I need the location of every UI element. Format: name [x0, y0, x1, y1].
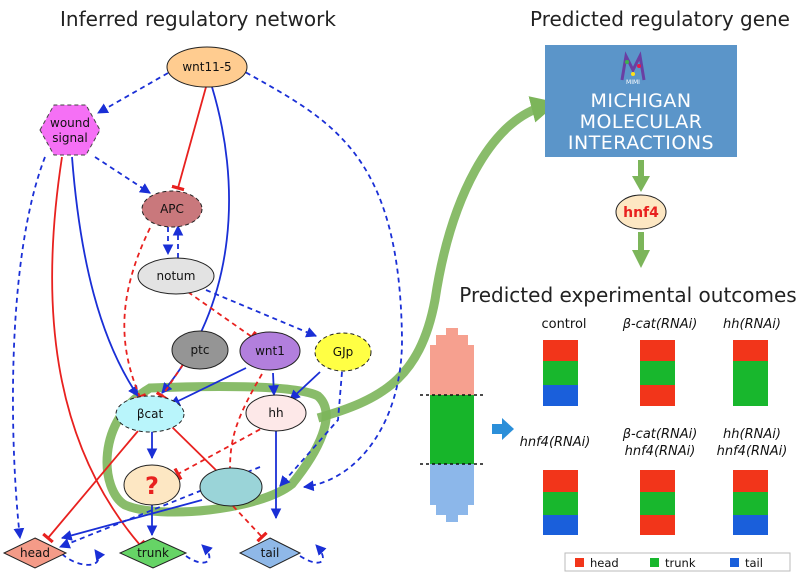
outcome-bar-control: [543, 340, 578, 406]
node-apc: APC: [141, 190, 203, 228]
dashed-inhibition-edges: [123, 227, 269, 543]
mimi-line-1: MICHIGAN: [590, 90, 691, 112]
node-wnt11-5: wnt11-5: [166, 46, 248, 88]
node-tail: tail: [238, 537, 302, 569]
outcome-arrow: [492, 418, 514, 440]
node-unknown-regulator: ?: [123, 464, 181, 506]
node-trunk-label: trunk: [137, 546, 169, 560]
node-wnt11-5-label: wnt11-5: [182, 60, 231, 74]
highlight-arrow: [316, 96, 559, 423]
node-ptc: ptc: [171, 330, 229, 370]
gene-hnf4-label: hnf4: [623, 205, 659, 221]
activation-edges: [60, 86, 321, 541]
planarian-schematic: [420, 328, 486, 522]
node-notum: notum: [137, 257, 215, 295]
node-head: head: [2, 537, 68, 569]
node-bcat-label: βcat: [137, 407, 164, 421]
node-signal-label: signal: [52, 131, 88, 145]
node-ptc-label: ptc: [191, 343, 210, 357]
node-hnf4-placeholder: [199, 467, 263, 507]
mimi-database-box: MIMI MICHIGAN MOLECULAR INTERACTIONS: [545, 45, 737, 157]
condition-hh-hnf4-line2: hnf4(RNAi): [717, 444, 788, 459]
dashed-activation-edges: [12, 67, 403, 566]
condition-hh-label: hh(RNAi): [723, 317, 781, 332]
question-mark: ?: [145, 472, 159, 500]
outcome-bar-bcat: [640, 340, 675, 406]
network-title: Inferred regulatory network: [60, 7, 336, 31]
mimi-logo-text: MIMI: [626, 79, 640, 86]
condition-hh-hnf4-line1: hh(RNAi): [723, 427, 781, 442]
condition-control-label: control: [541, 317, 586, 332]
node-bcat: βcat: [115, 395, 185, 433]
legend-tail-swatch: [730, 558, 739, 567]
node-tail-label: tail: [261, 546, 280, 560]
mimi-logo: MIMI: [620, 51, 646, 86]
flow-arrows: [632, 160, 650, 268]
node-wnt1-label: wnt1: [255, 344, 285, 358]
legend: head trunk tail: [564, 552, 791, 572]
outcome-bar-hnf4: [543, 470, 578, 535]
legend-head-swatch: [575, 558, 584, 567]
condition-bcat-label: β-cat(RNAi): [622, 317, 698, 332]
node-notum-label: notum: [157, 269, 196, 283]
gene-title: Predicted regulatory gene: [530, 7, 790, 31]
mimi-line-3: INTERACTIONS: [568, 132, 714, 154]
node-trunk: trunk: [118, 537, 188, 569]
outcome-bar-hh: [733, 340, 768, 406]
legend-tail-label: tail: [745, 556, 763, 570]
node-wound-label: wound: [50, 116, 90, 130]
node-gjp: GJp: [314, 332, 372, 372]
gene-hnf4-node: hnf4: [615, 194, 667, 230]
condition-bcat-hnf4-line1: β-cat(RNAi): [622, 427, 698, 442]
node-gjp-label: GJp: [333, 345, 353, 359]
outcome-bar-hh-hnf4: [733, 470, 768, 535]
node-apc-label: APC: [160, 202, 184, 216]
node-wnt1: wnt1: [239, 331, 301, 371]
legend-trunk-label: trunk: [665, 556, 696, 570]
node-wound-signal: wound signal: [39, 104, 101, 156]
outcomes-title: Predicted experimental outcomes: [459, 283, 796, 307]
outcome-bar-bcat-hnf4: [640, 470, 675, 535]
legend-trunk-swatch: [650, 558, 659, 567]
node-head-label: head: [20, 546, 50, 560]
condition-hnf4-label: hnf4(RNAi): [520, 435, 591, 450]
node-hh-label: hh: [268, 406, 283, 420]
inhibition-edges: [42, 86, 228, 551]
node-hh: hh: [245, 394, 307, 432]
legend-head-label: head: [590, 556, 619, 570]
mimi-line-2: MOLECULAR: [580, 111, 703, 133]
condition-bcat-hnf4-line2: hnf4(RNAi): [625, 444, 696, 459]
